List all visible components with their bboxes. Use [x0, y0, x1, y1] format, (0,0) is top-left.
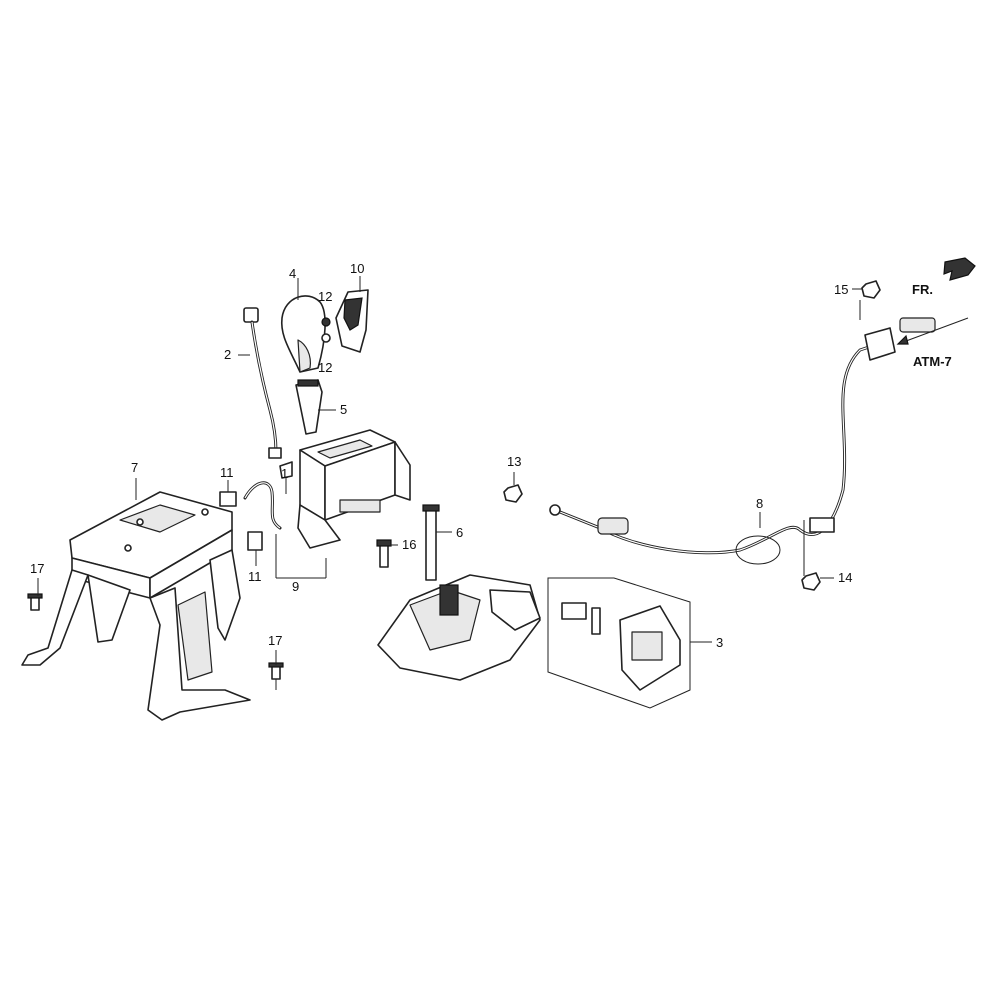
label-part-7: 7 [131, 460, 138, 475]
label-part-3: 3 [716, 635, 723, 650]
label-part-11-top: 11 [220, 465, 234, 480]
wire-harness-2 [243, 307, 282, 459]
front-direction-arrow [943, 257, 976, 281]
shift-base [377, 574, 541, 681]
label-part-4: 4 [289, 266, 296, 281]
label-part-15: 15 [834, 282, 848, 297]
wire-9 [243, 481, 282, 530]
bracket-frame [21, 491, 251, 721]
bolt-16 [376, 539, 392, 568]
label-part-9: 9 [292, 579, 299, 594]
bulb-socket-1 [279, 461, 293, 479]
nut-15 [861, 280, 881, 299]
label-part-13: 13 [507, 454, 521, 469]
label-part-17-right: 17 [268, 633, 282, 648]
nut-13 [503, 484, 523, 503]
cover-10 [335, 289, 369, 353]
label-part-12-top: 12 [318, 289, 332, 304]
label-part-10: 10 [350, 261, 364, 276]
clip-11-bottom [247, 531, 263, 551]
label-part-14: 14 [838, 570, 852, 585]
boot-5 [295, 379, 323, 435]
label-part-11-bottom: 11 [248, 569, 262, 584]
label-part-1: 1 [281, 466, 288, 481]
nut-14 [801, 572, 821, 591]
clip-11-top [219, 491, 237, 507]
solenoid-box-3 [547, 577, 691, 709]
label-part-16: 16 [402, 537, 416, 552]
shift-cable-8 [549, 317, 936, 565]
label-front: FR. [912, 282, 933, 297]
atm7-reference-line [896, 317, 969, 345]
label-part-5: 5 [340, 402, 347, 417]
label-atm7: ATM-7 [913, 354, 952, 369]
label-part-2: 2 [224, 347, 231, 362]
bolt-17-left [27, 593, 43, 611]
clip-12 [321, 317, 331, 343]
label-part-12-bottom: 12 [318, 360, 332, 375]
indicator-housing [297, 429, 411, 549]
label-part-6: 6 [456, 525, 463, 540]
label-part-8: 8 [756, 496, 763, 511]
shift-lever-6 [422, 504, 440, 581]
bolt-17-right [268, 662, 284, 680]
shift-knob-4 [280, 295, 326, 373]
leader-lines [37, 276, 862, 690]
label-part-17-left: 17 [30, 561, 44, 576]
